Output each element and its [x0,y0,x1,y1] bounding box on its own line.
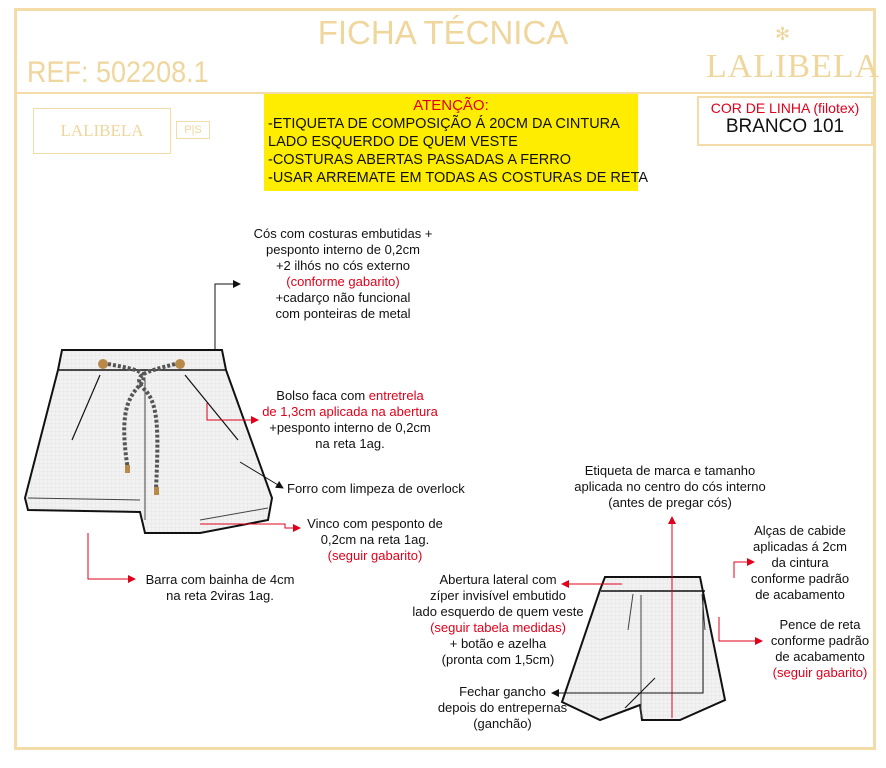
note-line: +cadarço não funcional [275,290,411,305]
note-line: 0,2cm na reta 1ag. [320,532,430,547]
note-line: aplicada no centro do cós interno [574,479,766,494]
back-shorts-drawing [560,576,727,722]
attention-line: -ETIQUETA DE COMPOSIÇÃO Á 20CM DA CINTUR… [268,116,620,132]
attention-line: LADO ESQUERDO DE QUEM VESTE [268,134,518,150]
note-side-opening: Abertura lateral com zíper invisível emb… [403,572,593,668]
note-line: entretrela [368,388,424,403]
note-line: +2 ilhós no cós externo [275,258,411,273]
note-line: Pence de reta [779,617,861,632]
note-line: na reta 1ag. [315,436,385,451]
note-brand-label: Etiqueta de marca e tamanho aplicada no … [565,463,775,511]
note-line: Vinco com pesponto de [307,516,443,531]
note-line: Fechar gancho [459,684,546,699]
attention-line: -COSTURAS ABERTAS PASSADAS A FERRO [268,152,571,168]
note-line: lado esquerdo de quem veste [412,604,584,619]
attention-line: -USAR ARREMATE EM TODAS AS COSTURAS DE R… [268,170,649,186]
attention-heading: ATENÇÃO: [413,97,489,114]
reference-number: REF: 502208.1 [27,56,209,89]
note-pocket: Bolso faca com entretrela de 1,3cm aplic… [250,388,450,452]
note-line: (seguir tabela medidas) [430,620,566,635]
note-line: com ponteiras de metal [275,306,411,321]
thread-color-box: COR DE LINHA (filotex) BRANCO 101 [697,96,873,146]
thread-color-label: COR DE LINHA (filotex) [710,100,860,116]
note-line: de acabamento [775,649,865,664]
note-line: de 1,3cm aplicada na abertura [262,404,438,419]
note-hem: Barra com bainha de 4cm na reta 2viras 1… [140,572,300,604]
note-line: depois do entrepernas [437,700,568,715]
front-shorts-drawing [23,349,274,534]
note-line: Cós com costuras embutidas + [253,226,433,241]
note-line: pesponto interno de 0,2cm [266,242,420,257]
note-line: (ganchão) [473,716,532,731]
note-line: Alças de cabide [754,523,846,538]
note-line: de acabamento [755,587,845,602]
note-line: (conforme gabarito) [286,274,400,289]
note-line: aplicadas á 2cm [753,539,847,554]
note-crease: Vinco com pesponto de 0,2cm na reta 1ag.… [295,516,455,564]
attention-box: ATENÇÃO: -ETIQUETA DE COMPOSIÇÃO Á 20CM … [264,94,649,191]
bee-logo-icon: ✻ [775,24,791,44]
size-label: P|S [176,121,210,139]
note-line: (antes de pregar cós) [608,495,732,510]
note-line: (pronta com 1,5cm) [441,652,555,667]
note-lining: Forro com limpeza de overlock [287,481,465,496]
note-waistband: Cós com costuras embutidas + pesponto in… [243,226,443,322]
note-line: Bolso faca com [276,388,369,403]
thread-color-value: BRANCO 101 [725,116,845,137]
note-line: conforme padrão [750,571,850,586]
note-line: zíper invisível embutido [430,588,566,603]
note-line: Etiqueta de marca e tamanho [584,463,756,478]
page-title: FICHA TÉCNICA [317,14,569,51]
note-line: (seguir gabarito) [327,548,423,563]
note-line: + botão e azelha [449,636,547,651]
brand-logo: LALIBELA [706,48,881,85]
note-dart: Pence de reta conforme padrão de acabame… [765,617,875,681]
note-line: na reta 2viras 1ag. [166,588,274,603]
sheet-frame [14,8,876,750]
note-crotch: Fechar gancho depois do entrepernas (gan… [430,684,575,732]
note-line: +pesponto interno de 0,2cm [269,420,431,435]
note-line: Barra com bainha de 4cm [145,572,295,587]
note-line: conforme padrão [770,633,870,648]
note-hanger-loops: Alças de cabide aplicadas á 2cm da cintu… [740,523,860,603]
note-line: da cintura [771,555,829,570]
brand-label: LALIBELA [33,108,171,154]
note-line: Abertura lateral com [439,572,557,587]
note-line: (seguir gabarito) [772,665,868,680]
header-divider [14,92,876,94]
